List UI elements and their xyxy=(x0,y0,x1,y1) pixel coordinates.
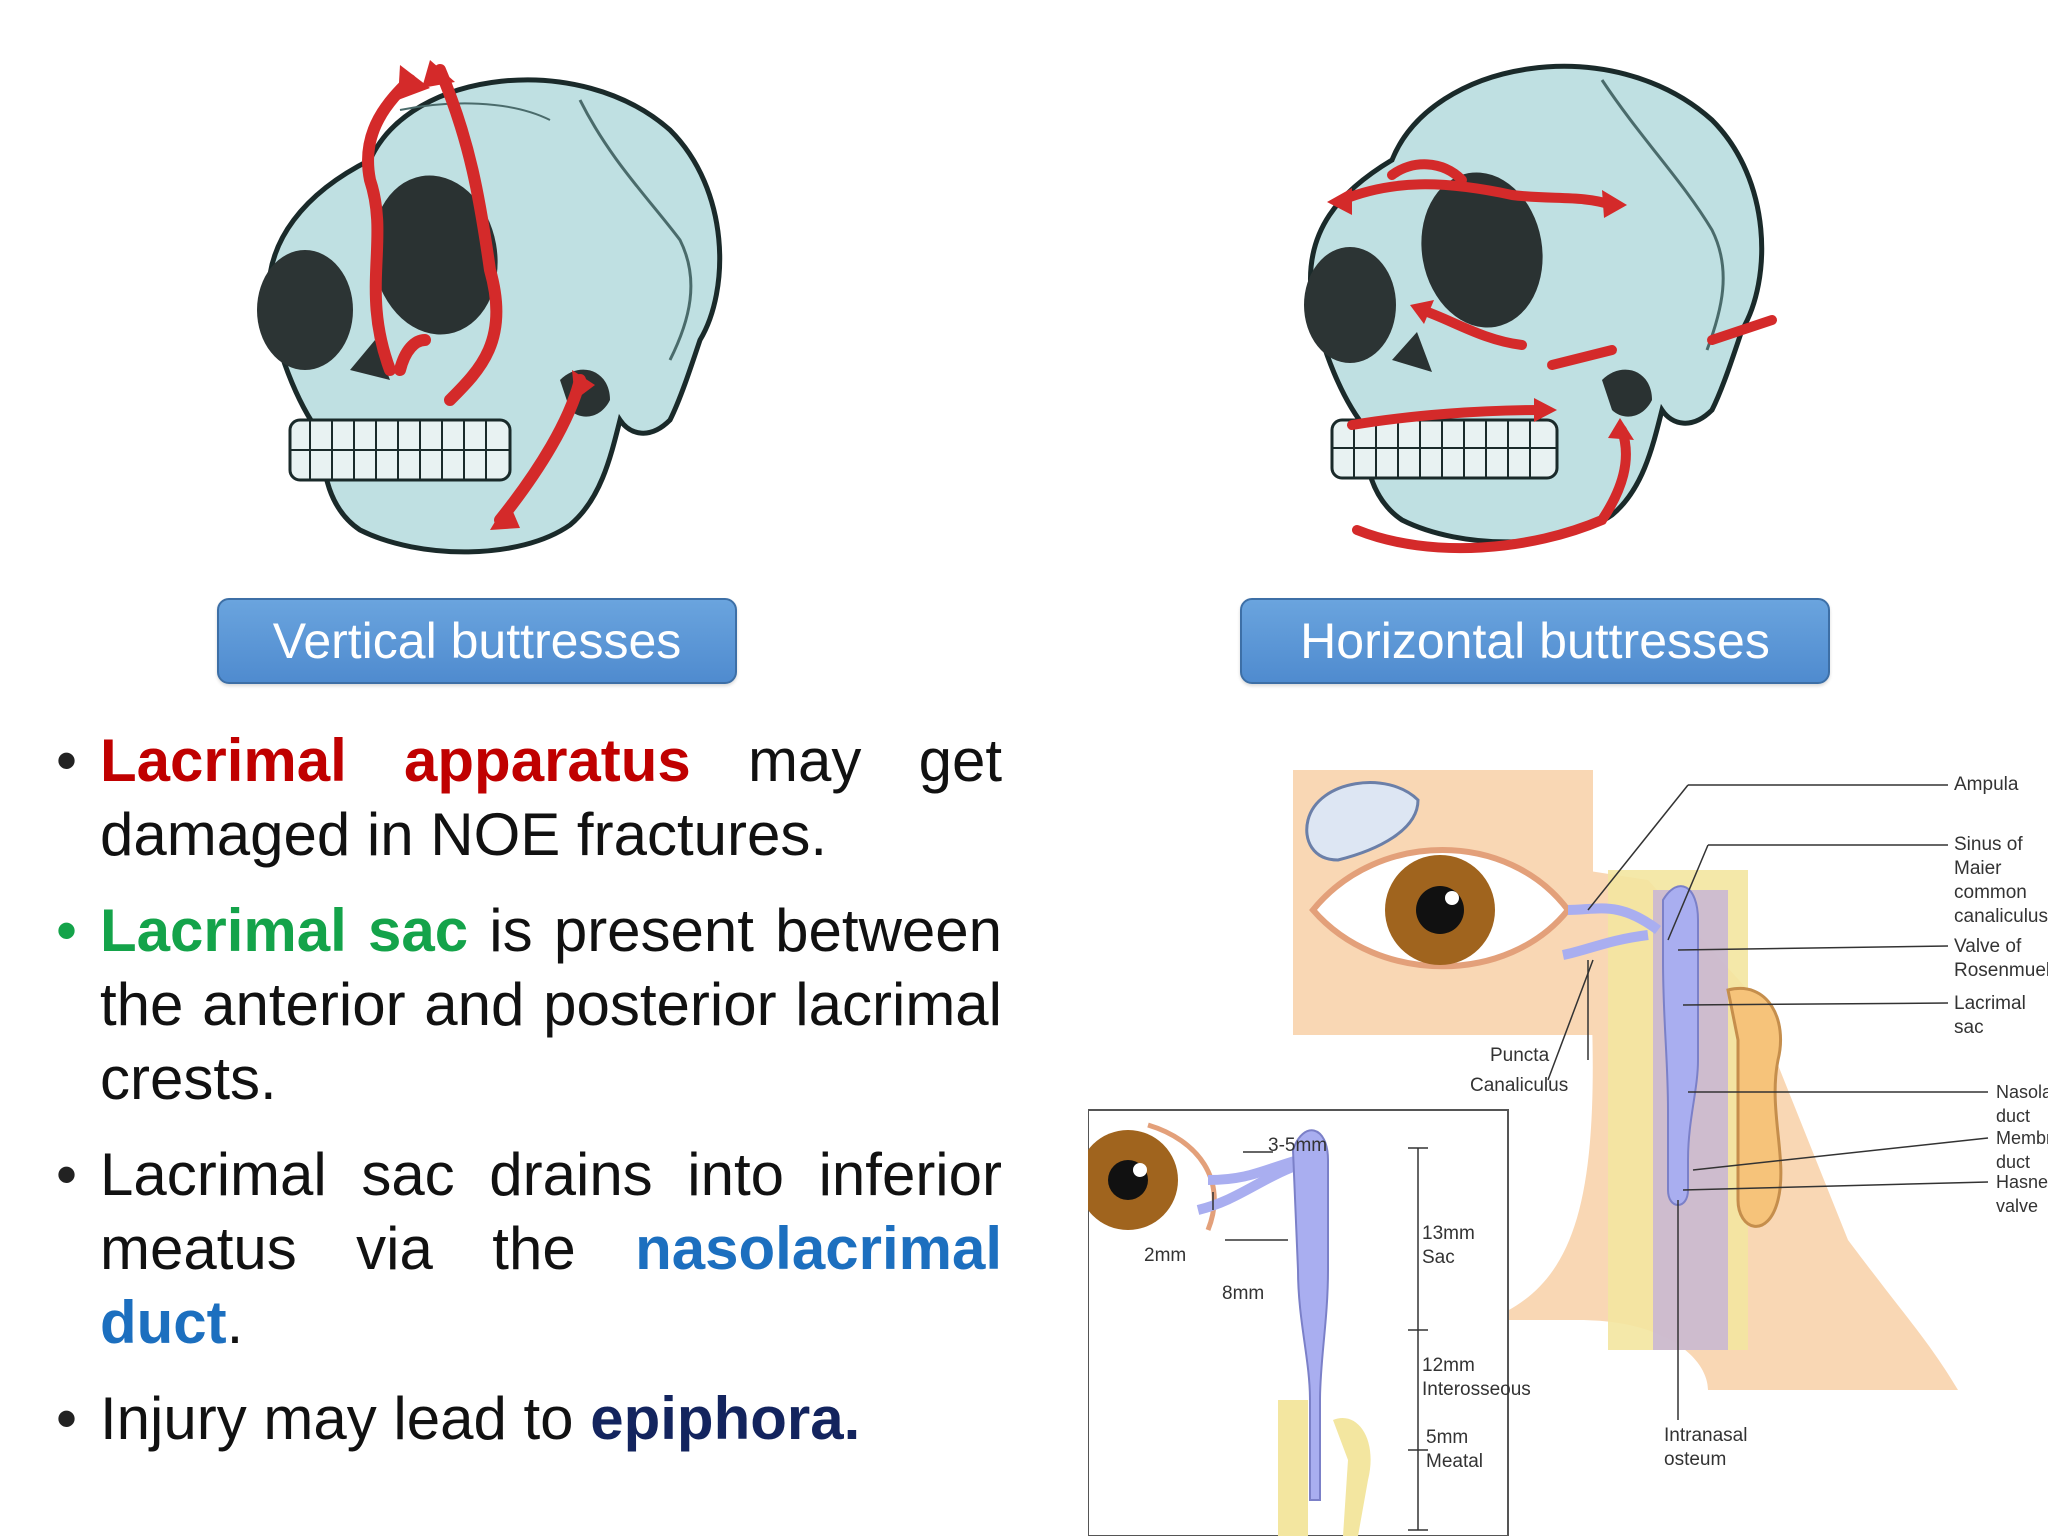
bullet-injury-epiphora: Injury may lead to epiphora. xyxy=(56,1382,1002,1456)
label-5mm-meatal: 5mm Meatal xyxy=(1426,1427,1484,1472)
skull-horizontal-buttresses-illustration xyxy=(1304,63,1777,554)
bullet-lacrimal-apparatus: Lacrimal apparatus may get damaged in NO… xyxy=(56,724,1002,872)
label-membranous-duct: Membranous duct xyxy=(1996,1128,2048,1172)
label-12mm-interosseous: 12mm Interosseous xyxy=(1422,1355,1531,1400)
lacrimal-apparatus-diagram xyxy=(1088,770,1989,1536)
label-nasolacrimal-duct: Nasolacrimal duct xyxy=(1996,1082,2048,1126)
label-sinus-of-maier: Sinus of Maier common canaliculus xyxy=(1954,834,2048,927)
label-hasners-valve: Hasner's valve xyxy=(1996,1172,2048,1216)
vertical-buttresses-label: Vertical buttresses xyxy=(217,598,737,684)
label-3-5mm: 3-5mm xyxy=(1268,1135,1328,1156)
label-canaliculus: Canaliculus xyxy=(1470,1075,1569,1096)
bullet-list: Lacrimal apparatus may get damaged in NO… xyxy=(56,724,1002,1478)
label-lacrimal-sac: Lacrimal sac xyxy=(1954,993,2026,1038)
label-puncta: Puncta xyxy=(1490,1045,1550,1066)
label-13mm-sac: 13mm Sac xyxy=(1422,1223,1475,1268)
horizontal-buttresses-label: Horizontal buttresses xyxy=(1240,598,1830,684)
label-intranasal-osteum: Intranasal osteum xyxy=(1664,1425,1748,1470)
bullet-lacrimal-sac-location: Lacrimal sac is present between the ante… xyxy=(56,894,1002,1116)
skull-vertical-buttresses-illustration xyxy=(257,60,723,555)
bullet-lacrimal-sac-drains: Lacrimal sac drains into inferior meatus… xyxy=(56,1138,1002,1360)
label-valve-of-rosenmueller: Valve of Rosenmueller xyxy=(1954,936,2048,981)
label-8mm: 8mm xyxy=(1222,1283,1265,1304)
label-2mm: 2mm xyxy=(1144,1245,1187,1266)
label-ampula: Ampula xyxy=(1954,774,2019,795)
